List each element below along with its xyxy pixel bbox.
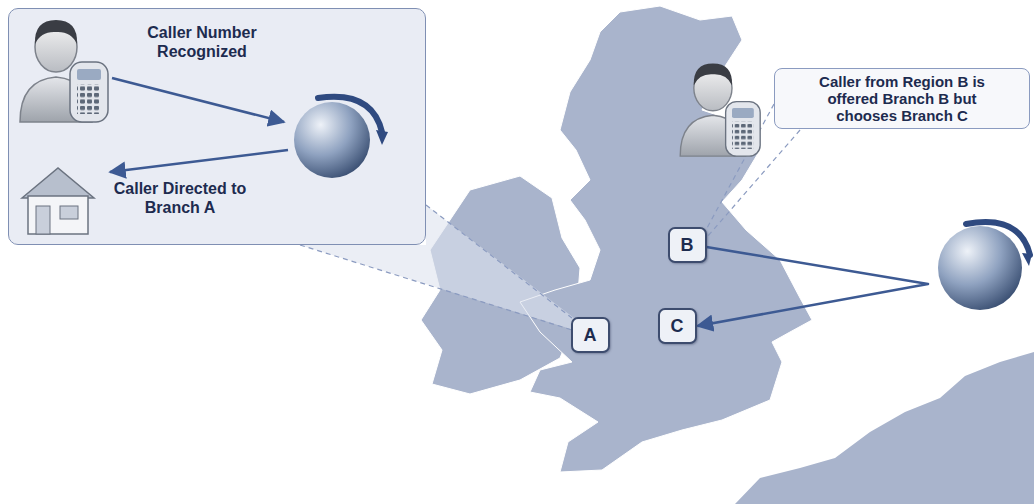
callout-panel: Caller Number RecognizedCaller Directed … (8, 8, 426, 245)
node-text: Caller Number Recognized (127, 23, 277, 61)
node-text: C (671, 315, 684, 337)
node-text: Caller from Region B is offered Branch B… (802, 73, 1002, 124)
flow-arrow (698, 247, 929, 326)
branch-box: C (658, 308, 697, 344)
node-text: A (584, 324, 597, 346)
node-text: Caller Directed to Branch A (105, 179, 255, 217)
callout-box: Caller from Region B is offered Branch B… (774, 68, 1030, 129)
branch-box: A (571, 317, 610, 353)
branch-box: B (668, 227, 707, 263)
node-text: B (681, 234, 694, 256)
